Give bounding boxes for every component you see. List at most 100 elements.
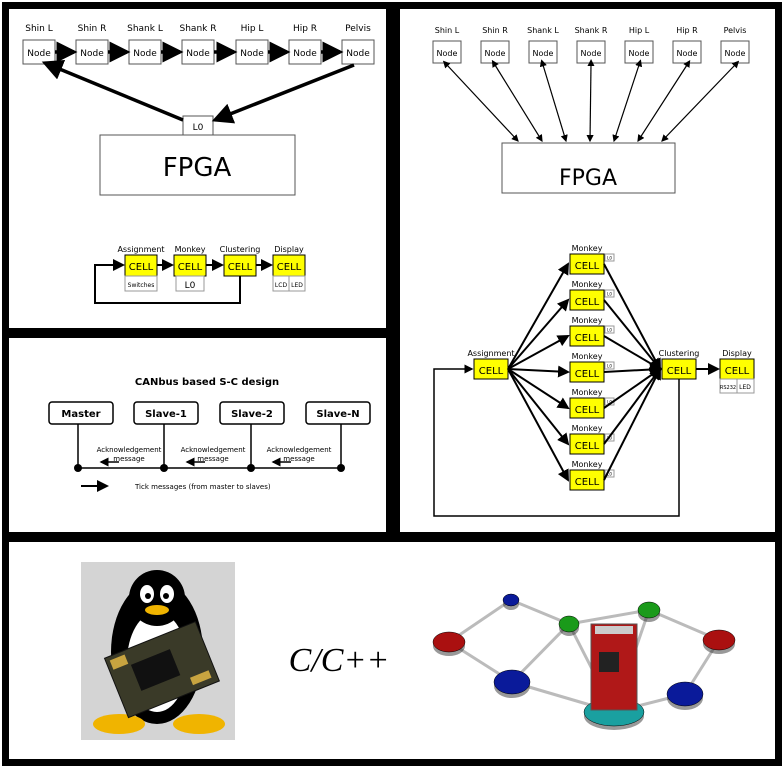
node-label: Node: [581, 49, 602, 58]
par-fanin-arrow: [603, 263, 661, 371]
chain-lcd-label: LCD: [275, 282, 288, 289]
network-node: [637, 601, 661, 619]
node-title-shin-r: Shin R: [78, 24, 107, 34]
par-fanin-arrow: [603, 367, 662, 445]
r-node-link: [539, 59, 568, 143]
ack-label-line2: message: [113, 455, 144, 463]
par-monkey-label: Monkey: [572, 352, 603, 361]
node-label: Node: [133, 49, 157, 59]
par-fanin-arrow: [603, 299, 662, 371]
par-fanin-arrow: [603, 367, 662, 409]
fpga-board-chip: [599, 652, 619, 672]
ack-label-line2: message: [197, 455, 228, 463]
ack-label-line2: message: [283, 455, 314, 463]
node-title-pelvis: Pelvis: [345, 24, 371, 34]
r-node-title-hip-l: Hip L: [629, 26, 650, 35]
node-label: Node: [725, 49, 746, 58]
can-node-slave-1: [133, 401, 199, 425]
par-l0-tag-label: L0: [607, 472, 612, 477]
par-clustering-label: Clustering: [659, 349, 700, 358]
can-node-label: Slave-1: [145, 409, 187, 420]
par-display-label: Display: [722, 349, 752, 358]
chain-cell-display-label: CELL: [277, 262, 302, 273]
r-node-link: [637, 59, 691, 143]
node-label: Node: [346, 49, 370, 59]
fpga-board-icon: [590, 623, 638, 711]
par-cell-label: CELL: [575, 405, 600, 416]
r-node-title-hip-r: Hip R: [676, 26, 698, 35]
panel-platform: C/C++: [2, 535, 782, 766]
fpga-block-right: [501, 142, 676, 194]
node-label: Node: [629, 49, 650, 58]
node-box-pelvis: [341, 39, 375, 65]
node-title-shin-l: Shin L: [25, 24, 53, 34]
par-fanin-arrow: [603, 335, 662, 371]
r-node-title-shin-l: Shin L: [435, 26, 460, 35]
node-label: Node: [437, 49, 458, 58]
canbus-title: CANbus based S-C design: [135, 377, 279, 388]
ack-label-line1: Acknowledgement: [267, 446, 332, 454]
par-cell-label: CELL: [479, 366, 504, 377]
par-monkey-label: Monkey: [572, 424, 603, 433]
linux-penguin-icon: [81, 562, 235, 740]
can-node-label: Slave-N: [316, 409, 359, 420]
fpga-block: [99, 134, 296, 196]
network-node: [432, 631, 466, 653]
par-led-box: [736, 378, 755, 394]
can-node-slave-2: [219, 401, 285, 425]
par-fanout-arrow: [507, 368, 570, 410]
par-cell-label: CELL: [575, 297, 600, 308]
r-node-title-pelvis: Pelvis: [724, 26, 747, 35]
network-node: [558, 615, 580, 633]
par-l0-tag: [604, 325, 615, 334]
r-node-link: [442, 60, 519, 142]
chain-cell-clustering-label: CELL: [228, 262, 253, 273]
r-node-title-shank-r: Shank R: [575, 26, 608, 35]
r-node-link: [661, 60, 740, 142]
network-graph: [432, 593, 736, 730]
ring-end-arrow: [211, 63, 355, 124]
r-node-title-shank-l: Shank L: [527, 26, 559, 35]
can-node-label: Slave-2: [231, 409, 273, 420]
r-node-title-shin-r: Shin R: [482, 26, 508, 35]
par-l0-tag-label: L0: [607, 364, 612, 369]
par-cell-label: CELL: [575, 477, 600, 488]
r-node-link: [586, 59, 595, 143]
chain-display-label: Display: [274, 245, 304, 254]
par-fanout-arrow: [507, 335, 570, 370]
network-edge: [568, 608, 650, 626]
par-fanout-arrow: [507, 368, 570, 446]
fpga-label-right: FPGA: [559, 166, 617, 191]
chain-l0-box: [175, 275, 205, 292]
par-monkey-label: Monkey: [572, 244, 603, 253]
par-l0-tag-label: L0: [607, 328, 612, 333]
par-fanout-arrow: [507, 262, 569, 370]
can-node-slave-n: [305, 401, 371, 425]
par-l0-tag-label: L0: [607, 400, 612, 405]
chain-cell-assignment-label: CELL: [129, 262, 154, 273]
network-node: [502, 593, 520, 607]
par-l0-tag: [604, 289, 615, 298]
chain-switches-label: Switches: [128, 282, 155, 289]
par-monkey-label: Monkey: [572, 316, 603, 325]
par-l0-tag: [604, 361, 615, 370]
network-node: [493, 669, 531, 695]
chain-led-box: [288, 275, 306, 292]
network-edge: [510, 598, 570, 626]
node-label: Node: [293, 49, 317, 59]
node-box-hip-l: [235, 39, 269, 65]
par-fanout-arrow: [507, 298, 570, 370]
par-led-label: LED: [739, 384, 751, 391]
par-cell-label: CELL: [575, 369, 600, 380]
par-feedback-loop: [433, 364, 680, 517]
can-node-master: [48, 401, 114, 425]
par-monkey-label: Monkey: [572, 280, 603, 289]
platform-illustration: C/C++: [81, 562, 736, 740]
node-label: Node: [27, 49, 51, 59]
par-monkey-label: Monkey: [572, 388, 603, 397]
chain-monkey-label: Monkey: [175, 245, 206, 254]
